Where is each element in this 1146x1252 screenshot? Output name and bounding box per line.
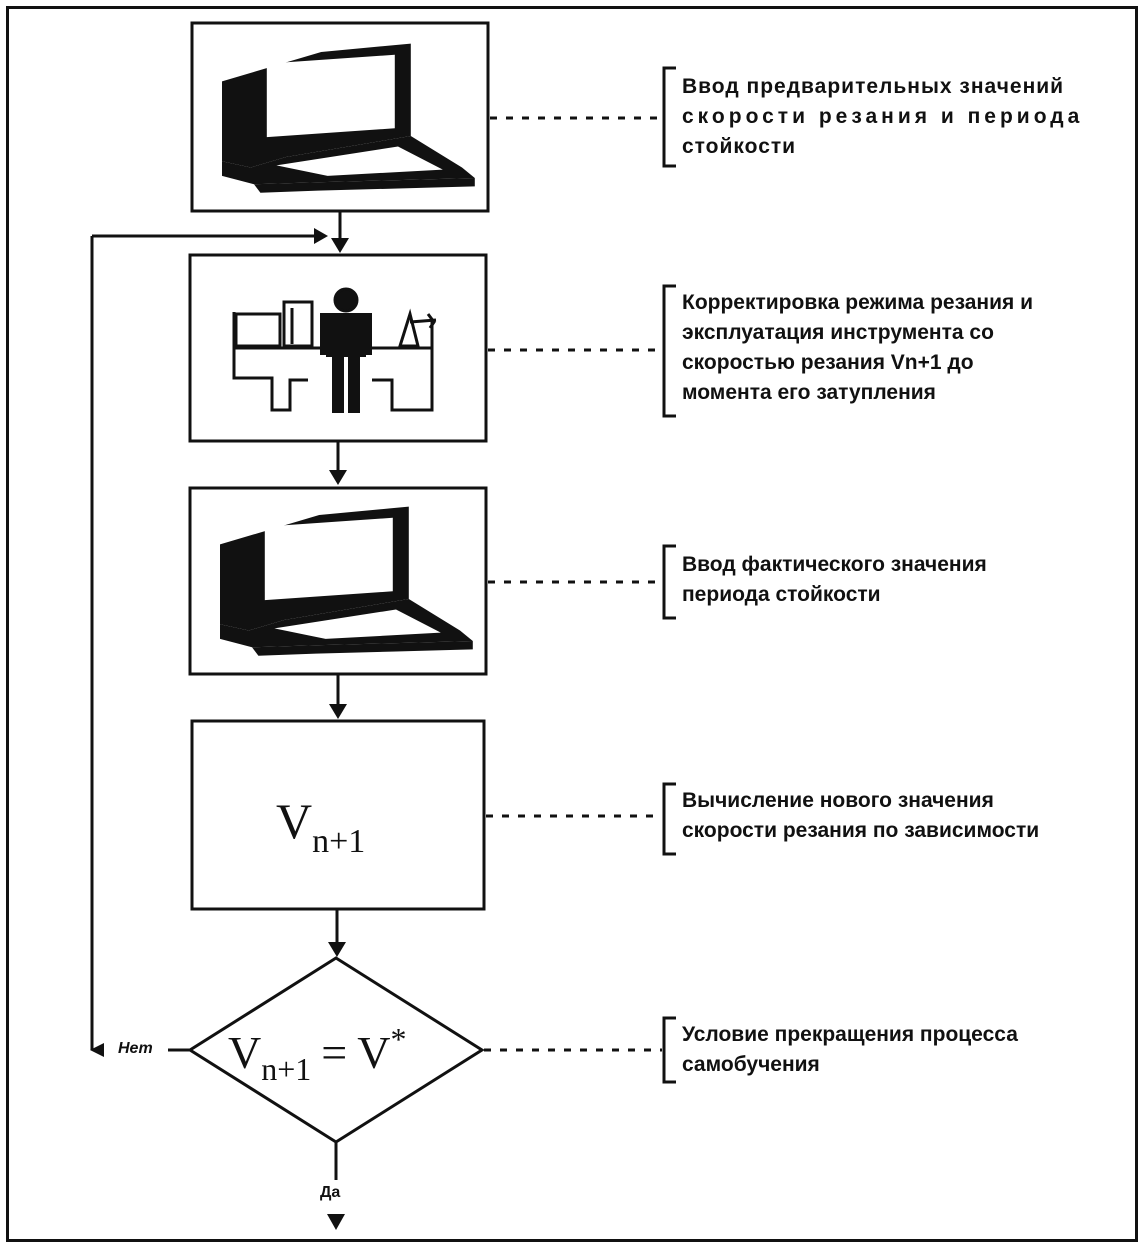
dotted-connectors [484, 116, 662, 1052]
step-5-description: Условие прекращения процесса самобучения [682, 1020, 1102, 1080]
formula-condition: Vn+1=V* [228, 1021, 406, 1087]
description-line: Ввод предварительных значений [682, 75, 1065, 98]
branch-label-yes: Да [320, 1184, 341, 1201]
description-line: скорости резания и периода [682, 105, 1084, 128]
step-4-description: Вычисление нового значения скорости реза… [682, 786, 1102, 846]
description-line: скорости резания по зависимости [682, 819, 1040, 842]
description-line: Ввод фактического значения [682, 553, 987, 576]
description-line: момента его затупления [682, 381, 936, 404]
loop-back-arrow [90, 228, 328, 1057]
branch-label-no: Нет [118, 1040, 153, 1057]
step-3-description: Ввод фактического значения периода стойк… [682, 550, 1102, 610]
machine-operator-icon [232, 287, 437, 413]
description-line: Условие прекращения процесса [682, 1023, 1018, 1046]
step-box-4 [190, 719, 486, 911]
flow-arrows [327, 211, 349, 1230]
description-line: эксплуатация инструмента со [682, 321, 994, 344]
description-line: скоростью резания Vn+1 до [682, 351, 974, 374]
formula-vn1: Vn+1 [276, 793, 365, 860]
description-line: стойкости [682, 135, 797, 158]
description-line: самобучения [682, 1053, 820, 1076]
description-brackets [662, 66, 676, 1084]
description-line: Вычисление нового значения [682, 789, 994, 812]
step-2-description: Корректировка режима резания и эксплуата… [682, 288, 1102, 408]
description-line: периода стойкости [682, 583, 881, 606]
step-1-description: Ввод предварительных значений скорости р… [682, 72, 1102, 162]
description-line: Корректировка режима резания и [682, 291, 1034, 314]
